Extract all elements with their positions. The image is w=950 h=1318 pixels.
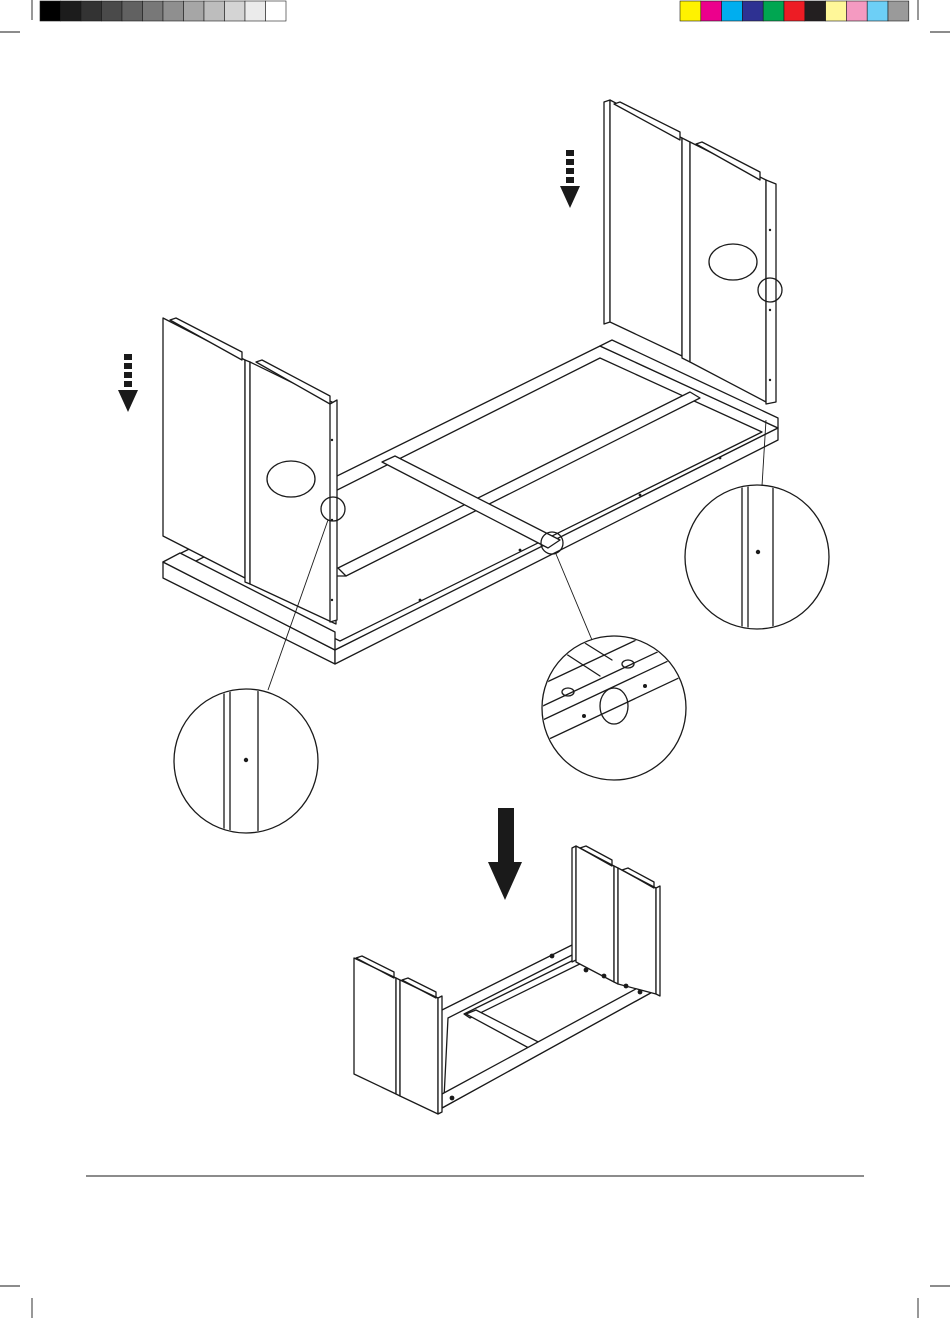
grayscale-swatch: [245, 1, 266, 21]
crossbar-joint-detail: [530, 610, 700, 780]
grayscale-swatch: [102, 1, 123, 21]
dashed-down-arrow-icon: [118, 354, 138, 412]
grayscale-swatch: [184, 1, 205, 21]
grayscale-swatch: [225, 1, 246, 21]
grayscale-swatch: [163, 1, 184, 21]
process-color-swatch: [784, 1, 805, 21]
solid-down-arrow-icon: [488, 808, 522, 900]
grayscale-swatch: [40, 1, 61, 21]
dashed-down-arrow-icon: [560, 150, 580, 208]
process-color-swatch: [826, 1, 847, 21]
process-color-swatch: [888, 1, 909, 21]
process-color-calibration-bar: [680, 1, 909, 21]
process-color-swatch: [701, 1, 722, 21]
process-color-swatch: [742, 1, 763, 21]
grayscale-calibration-bar: [40, 1, 286, 21]
right-panel-dowel-detail: [685, 480, 829, 640]
grayscale-swatch: [122, 1, 143, 21]
grayscale-swatch: [143, 1, 164, 21]
grayscale-swatch: [204, 1, 225, 21]
grayscale-swatch: [266, 1, 287, 21]
process-color-swatch: [867, 1, 888, 21]
grayscale-swatch: [61, 1, 82, 21]
process-color-swatch: [805, 1, 826, 21]
process-color-swatch: [680, 1, 701, 21]
process-color-swatch: [722, 1, 743, 21]
process-color-swatch: [846, 1, 867, 21]
grayscale-swatch: [81, 1, 102, 21]
left-panel-dowel-detail: [174, 680, 318, 840]
process-color-swatch: [763, 1, 784, 21]
